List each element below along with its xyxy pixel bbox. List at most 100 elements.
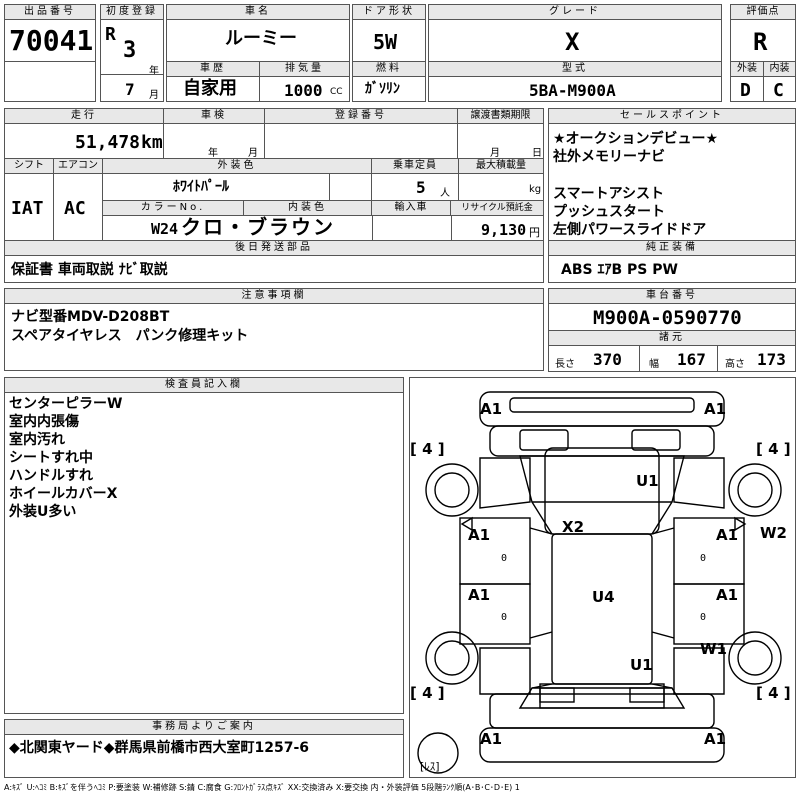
ext-color-label: 外装色 <box>102 158 372 174</box>
inspector-line-3: 室内汚れ <box>9 432 65 448</box>
capacity-unit: 人 <box>440 188 450 199</box>
int-color: クロ・ブラウン <box>181 215 335 239</box>
tr-month: 月 <box>490 148 500 159</box>
reg-no-cell <box>264 123 458 159</box>
int-cell: C <box>763 76 796 102</box>
first-reg-cell: R 3 年 7 月 <box>100 19 164 102</box>
model: 5BA-M900A <box>529 81 616 100</box>
color-row-cell: W24 クロ・ブラウン 9,130 円 <box>102 215 544 241</box>
color-no: W24 <box>151 220 179 238</box>
spare-label: [ﾚｽ] <box>420 760 440 773</box>
chassis-cell: M900A-0590770 <box>548 303 796 331</box>
rear-right-wheel <box>728 631 782 685</box>
ac: AC <box>64 198 86 219</box>
import-label: 輸入車 <box>371 200 451 216</box>
mark-x2: X2 <box>562 518 585 536</box>
mark-a1-left-2: A1 <box>468 586 491 604</box>
year-unit: 年 <box>149 66 159 77</box>
mark-a1-back-right: A1 <box>704 730 727 748</box>
mark-a1-front-right: A1 <box>704 400 727 418</box>
notes-cell: ナビ型番MDV-D208BT スペアタイヤレス パンク修理キット <box>4 303 544 371</box>
specs-divider-1 <box>639 346 640 371</box>
length-label: 長さ <box>555 359 575 370</box>
inspector-line-6: ホイールカバーX <box>9 486 118 502</box>
inspection-label: 車検 <box>163 108 265 124</box>
color-row-divider-1 <box>372 216 373 240</box>
era: R <box>105 24 116 45</box>
car-name: ルーミー <box>225 28 297 49</box>
width-label: 幅 <box>649 359 659 370</box>
right-rear-door <box>673 583 745 645</box>
tire-front-left: [ 4 ] <box>410 440 445 458</box>
height: 173 <box>757 350 786 369</box>
tire-rear-left: [ 4 ] <box>410 684 445 702</box>
car-name-cell: ルーミー <box>166 19 350 62</box>
office-text: ◆北関東ヤード◆群馬県前橋市西大室町1257-6 <box>9 740 310 756</box>
ext-score: D <box>740 80 751 101</box>
inspector-line-5: ハンドルすれ <box>9 468 93 484</box>
zero-left-2: 0 <box>501 612 508 623</box>
transfer-label: 譲渡書類期限 <box>457 108 544 124</box>
capacity: 5 <box>416 178 426 197</box>
sales-point-label: セールスポイント <box>548 108 796 124</box>
left-front-fender <box>479 457 531 509</box>
mark-u1-hood: U1 <box>636 472 659 490</box>
reg-year: 3 <box>123 38 137 63</box>
inspector-line-1: センターピラーW <box>9 396 123 412</box>
history: 自家用 <box>183 78 237 99</box>
maxload-cell: kg <box>458 173 544 201</box>
ac-cell: AC <box>53 173 103 241</box>
legend: A:ｷｽﾞ U:ﾍｺﾐ B:ｷｽﾞを伴うﾍｺﾐ P:要塗装 W:補修跡 S:錆 … <box>4 783 520 792</box>
tr-day: 日 <box>532 148 542 159</box>
ext-color-divider <box>329 174 330 200</box>
lot-label: 出品番号 <box>4 4 96 20</box>
rear-bumper <box>479 727 725 763</box>
shift: IAT <box>11 198 44 219</box>
mark-a1-front-left: A1 <box>480 400 503 418</box>
mark-a1-right-2: A1 <box>716 586 739 604</box>
model-label: 型式 <box>428 61 722 77</box>
front-right-wheel <box>728 463 782 517</box>
recycle-label: リサイクル預託金 <box>450 200 544 216</box>
color-no-label: カラーNo. <box>102 200 244 216</box>
width: 167 <box>677 350 706 369</box>
int-score: C <box>773 80 784 101</box>
history-cell: 自家用 <box>166 76 260 102</box>
mileage: 51,478 <box>75 132 141 153</box>
lot-cell: 70041 <box>4 19 96 62</box>
month-unit: 月 <box>149 90 159 101</box>
tire-rear-right: [ 4 ] <box>756 684 791 702</box>
genuine-equip-label: 純正装備 <box>548 240 796 256</box>
fuel-cell: ｶﾞｿﾘﾝ <box>352 76 426 102</box>
height-label: 高さ <box>725 359 745 370</box>
car-name-label: 車名 <box>166 4 350 20</box>
score-label: 評価点 <box>730 4 796 20</box>
fuel: ｶﾞｿﾘﾝ <box>365 81 400 97</box>
later-parts: 保証書 車両取説 ﾅﾋﾞ取説 <box>11 262 168 278</box>
notes-line-1: ナビ型番MDV-D208BT <box>11 309 170 325</box>
mark-a1-back-left: A1 <box>480 730 503 748</box>
mark-u1-rear: U1 <box>630 656 653 674</box>
mark-a1-right-1: A1 <box>716 526 739 544</box>
car-outline-svg <box>417 391 782 774</box>
maxload-unit: kg <box>529 184 542 195</box>
capacity-cell: 5 人 <box>371 173 459 201</box>
insp-year: 年 <box>208 148 218 159</box>
mileage-label: 走行 <box>4 108 164 124</box>
specs-divider-2 <box>717 346 718 371</box>
genuine-equip-cell: ABS ｴｱB PS PW <box>548 255 796 283</box>
office-cell: ◆北関東ヤード◆群馬県前橋市西大室町1257-6 <box>4 734 404 778</box>
grade-cell: X <box>428 19 722 62</box>
notes-label: 注意事項欄 <box>4 288 544 304</box>
reg-month: 7 <box>125 80 135 99</box>
maxload-label: 最大積載量 <box>458 158 544 174</box>
int-label: 内装 <box>763 61 796 77</box>
shift-cell: IAT <box>4 173 54 241</box>
insp-month: 月 <box>248 148 258 159</box>
inspector-line-2: 室内内張傷 <box>9 414 79 430</box>
rear-left-wheel <box>425 631 479 685</box>
sales-line-1: ★オークションデビュー★ <box>553 131 719 147</box>
inspector-cell: センターピラーW 室内内張傷 室内汚れ シートすれ中 ハンドルすれ ホイールカバ… <box>4 392 404 714</box>
left-rear-door <box>459 583 531 645</box>
inspector-line-7: 外装U多い <box>9 504 77 520</box>
